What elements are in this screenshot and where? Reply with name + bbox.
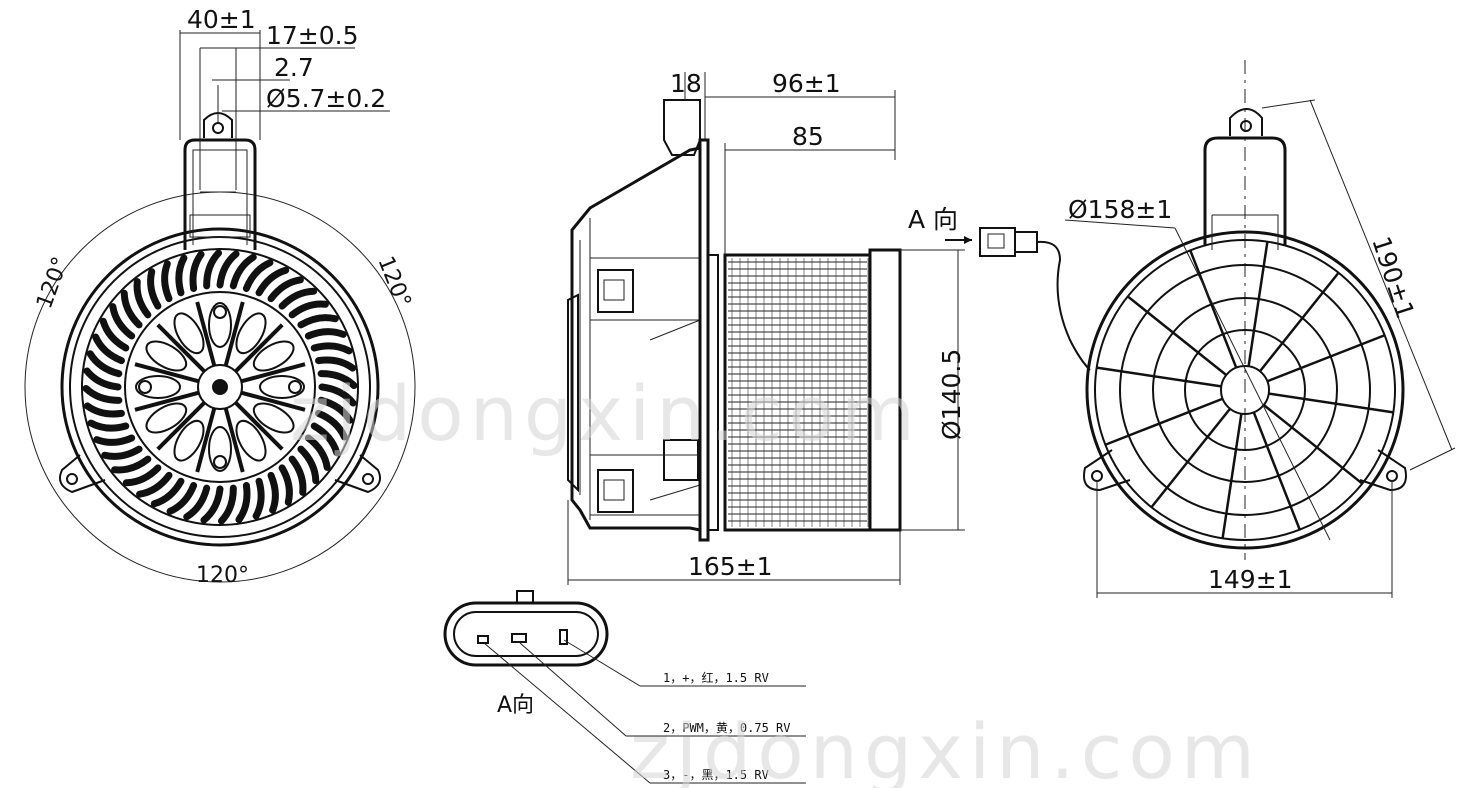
dim-overall-length: 165±1	[688, 552, 773, 581]
front-view: 40±1 17±0.5 2.7 Ø5.7±0.2 120° 120° 120°	[24, 5, 416, 588]
pin-1-label: 1，+，红，1.5 RV	[663, 670, 769, 685]
dim-housing-depth: 96±1	[772, 69, 841, 98]
impeller-blades	[82, 249, 358, 525]
dim-angle-left: 120°	[32, 254, 74, 312]
dim-wheel-depth: 85	[792, 122, 824, 151]
dim-outer-dia: Ø158±1	[1068, 195, 1172, 224]
pin-3-label: 3，-，黑，1.5 RV	[663, 768, 769, 782]
dim-top-width: 40±1	[187, 5, 256, 34]
pin-2-label: 2，PWM，黄，0.75 RV	[663, 721, 790, 735]
dim-flange-thickness: 18	[670, 69, 702, 98]
dim-angle-bottom: 120°	[196, 563, 249, 588]
dim-tab-width: 17±0.5	[266, 21, 359, 50]
dim-hole-dia: Ø5.7±0.2	[266, 84, 386, 113]
plug-with-wire: A 向	[908, 205, 1091, 371]
connector-face: A向 1，+，红，1.5 RV 2，PWM，黄，0.75 RV 3，-，黑，1.…	[443, 590, 806, 784]
back-spokes	[1096, 241, 1394, 539]
hub-petals	[134, 301, 306, 473]
connector-label: A向	[497, 693, 534, 718]
view-label: A 向	[908, 205, 958, 234]
dim-mount-span: 149±1	[1208, 565, 1293, 594]
dim-tab-offset: 2.7	[274, 53, 314, 82]
wheel-ribs	[728, 258, 869, 527]
side-view: 18 96±1 85 Ø140.5 165±1	[567, 69, 966, 585]
dim-overall-height: 190±1	[1366, 233, 1420, 322]
watermark-center: zjdongxin.com	[290, 369, 921, 458]
watermark-bottom: zjdongxin.com	[630, 707, 1261, 788]
dim-wheel-dia: Ø140.5	[937, 349, 966, 440]
dim-angle-right: 120°	[372, 253, 415, 312]
back-view: Ø158±1 190±1 149±1	[1064, 60, 1456, 598]
